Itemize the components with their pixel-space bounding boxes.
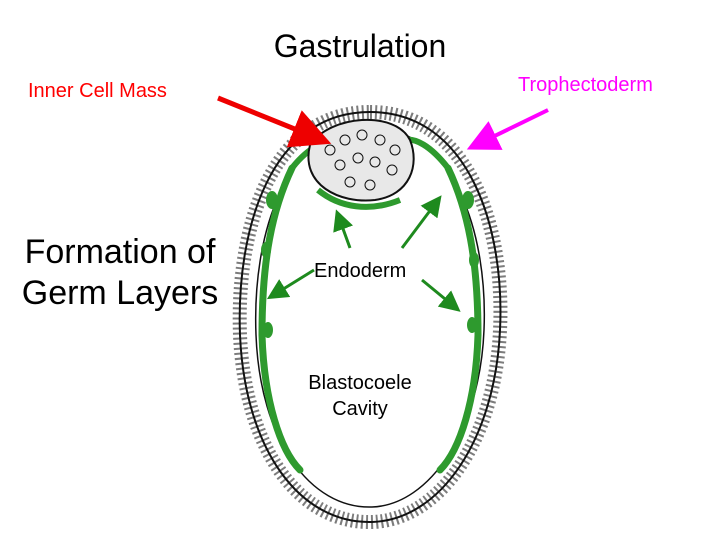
arrow-trophectoderm [466,108,549,150]
label-blastocoele-cavity: Blastocoele Cavity [308,372,412,420]
label-inner-cell-mass: Inner Cell Mass [28,80,167,102]
arrow-endoderm-up-left [333,209,353,249]
arrow-inner-cell-mass [217,95,332,148]
inner-cell-mass [307,119,415,202]
arrow-endoderm-left [266,268,315,300]
arrow-endoderm-right [421,278,461,312]
trophectoderm-layer [232,104,508,530]
arrow-endoderm-up-right [400,195,442,249]
label-trophectoderm: Trophectoderm [518,74,653,96]
label-formation-of-germ-layers: Formation of Germ Layers [21,233,219,312]
diagram-title: Gastrulation [273,28,447,64]
endoderm-layer [258,136,482,474]
label-endoderm: Endoderm [314,260,407,282]
